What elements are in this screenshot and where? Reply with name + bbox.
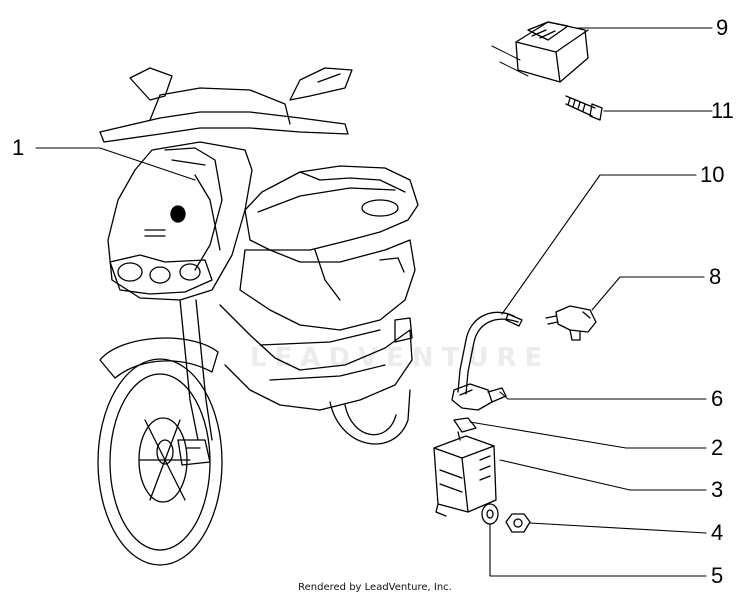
callout-number: 4	[711, 520, 724, 545]
part-2-3-ignition-coil	[434, 418, 496, 516]
part-6-cap	[452, 384, 506, 410]
part-11-screw	[566, 96, 602, 120]
callout-number: 9	[716, 15, 729, 40]
part-8-connector	[546, 306, 596, 340]
callout-number: 11	[711, 98, 734, 123]
scooter-illustration	[98, 68, 418, 565]
part-9-rectifier	[492, 22, 588, 82]
callout-number: 2	[711, 435, 724, 460]
part-5-washer	[482, 504, 498, 524]
callout-number: 3	[711, 477, 724, 502]
callout-number: 1	[12, 135, 25, 160]
callout-number: 10	[700, 162, 725, 187]
part-4-nut	[506, 514, 530, 532]
part-10-hv-cable	[458, 312, 522, 394]
watermark: LEADVENTURE	[250, 343, 551, 373]
leader-lines	[36, 28, 712, 576]
callout-number: 8	[709, 264, 722, 289]
callout-number: 6	[711, 386, 724, 411]
callout-number: 5	[711, 563, 724, 588]
footer-credit: Rendered by LeadVenture, Inc.	[298, 582, 452, 593]
